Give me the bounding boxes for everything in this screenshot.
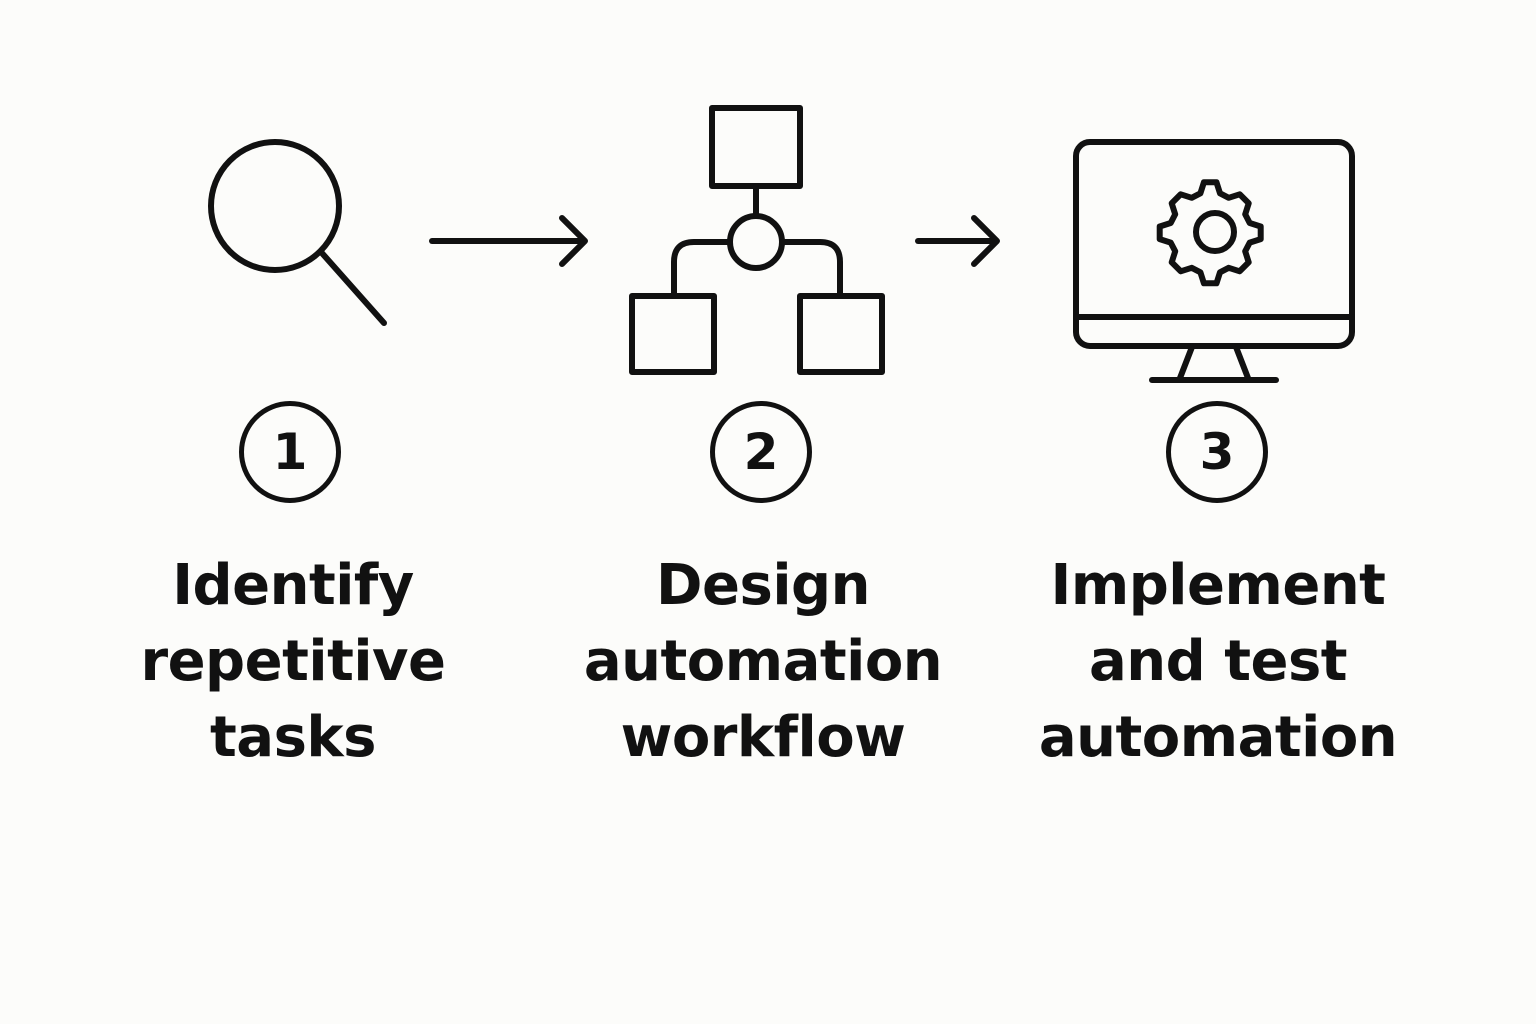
arrow-right-icon [915, 215, 1000, 267]
step-label-1-line-3: tasks [210, 705, 376, 770]
step-label-2-line-3: workflow [620, 705, 906, 770]
monitor-gear-icon [1073, 139, 1355, 383]
arrow-right-icon [429, 215, 588, 267]
step-label-2: Design automation workflow [553, 548, 973, 776]
step-label-2-line-1: Design [656, 553, 870, 618]
workflow-diagram-icon [629, 105, 885, 375]
step-number-3: 3 [1166, 401, 1268, 503]
gear-hub-icon [1193, 210, 1237, 254]
step-label-3-line-3: automation [1038, 705, 1398, 770]
step-label-3: Implement and test automation [1008, 548, 1428, 776]
step-label-2-line-2: automation [583, 629, 943, 694]
gear-icon [1156, 179, 1264, 287]
step-label-1-line-1: Identify [172, 553, 414, 618]
step-number-2: 2 [710, 401, 812, 503]
step-label-3-line-2: and test [1088, 629, 1348, 694]
step-label-1-line-2: repetitive [140, 629, 446, 694]
step-label-3-line-1: Implement [1050, 553, 1386, 618]
magnifier-icon [208, 139, 387, 326]
step-label-1: Identify repetitive tasks [83, 548, 503, 776]
step-number-1: 1 [239, 401, 341, 503]
